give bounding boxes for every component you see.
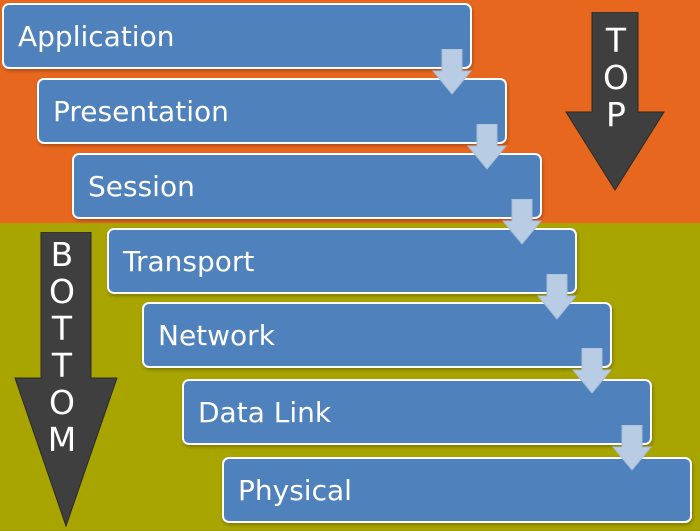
step-arrow-icon bbox=[537, 274, 577, 320]
step-arrow-icon bbox=[502, 199, 542, 245]
bottom-letter: T bbox=[51, 346, 73, 385]
layer-label: Physical bbox=[238, 473, 352, 507]
bottom-letter: M bbox=[47, 420, 77, 459]
layer-label: Data Link bbox=[198, 395, 332, 429]
bottom-letter: O bbox=[49, 383, 75, 422]
bottom-arrow-label: B O T T O M bbox=[47, 236, 77, 458]
top-arrow-icon bbox=[565, 12, 665, 191]
step-arrow-icon bbox=[572, 348, 612, 394]
layer-label: Presentation bbox=[53, 94, 229, 128]
step-arrow-icon bbox=[432, 49, 472, 95]
layer-label: Network bbox=[158, 318, 275, 352]
layer-presentation: Presentation bbox=[37, 78, 507, 144]
layer-label: Transport bbox=[123, 244, 255, 278]
layer-data-link: Data Link bbox=[182, 379, 652, 445]
bottom-arrow-icon bbox=[14, 232, 118, 528]
step-arrow-icon bbox=[612, 425, 652, 471]
bottom-letter: B bbox=[50, 235, 74, 274]
top-letter: P bbox=[606, 95, 626, 134]
layer-network: Network bbox=[142, 302, 612, 368]
bottom-letter: O bbox=[49, 272, 75, 311]
layer-application: Application bbox=[2, 3, 472, 69]
layer-session: Session bbox=[72, 153, 542, 219]
bottom-letter: T bbox=[51, 309, 73, 348]
top-letter: T bbox=[605, 21, 627, 60]
top-letter: O bbox=[603, 58, 629, 97]
top-arrow-label: T O P bbox=[603, 22, 629, 133]
layer-physical: Physical bbox=[222, 457, 692, 523]
layer-transport: Transport bbox=[107, 228, 577, 294]
layer-label: Session bbox=[88, 169, 195, 203]
step-arrow-icon bbox=[467, 124, 507, 170]
layer-label: Application bbox=[18, 19, 175, 53]
